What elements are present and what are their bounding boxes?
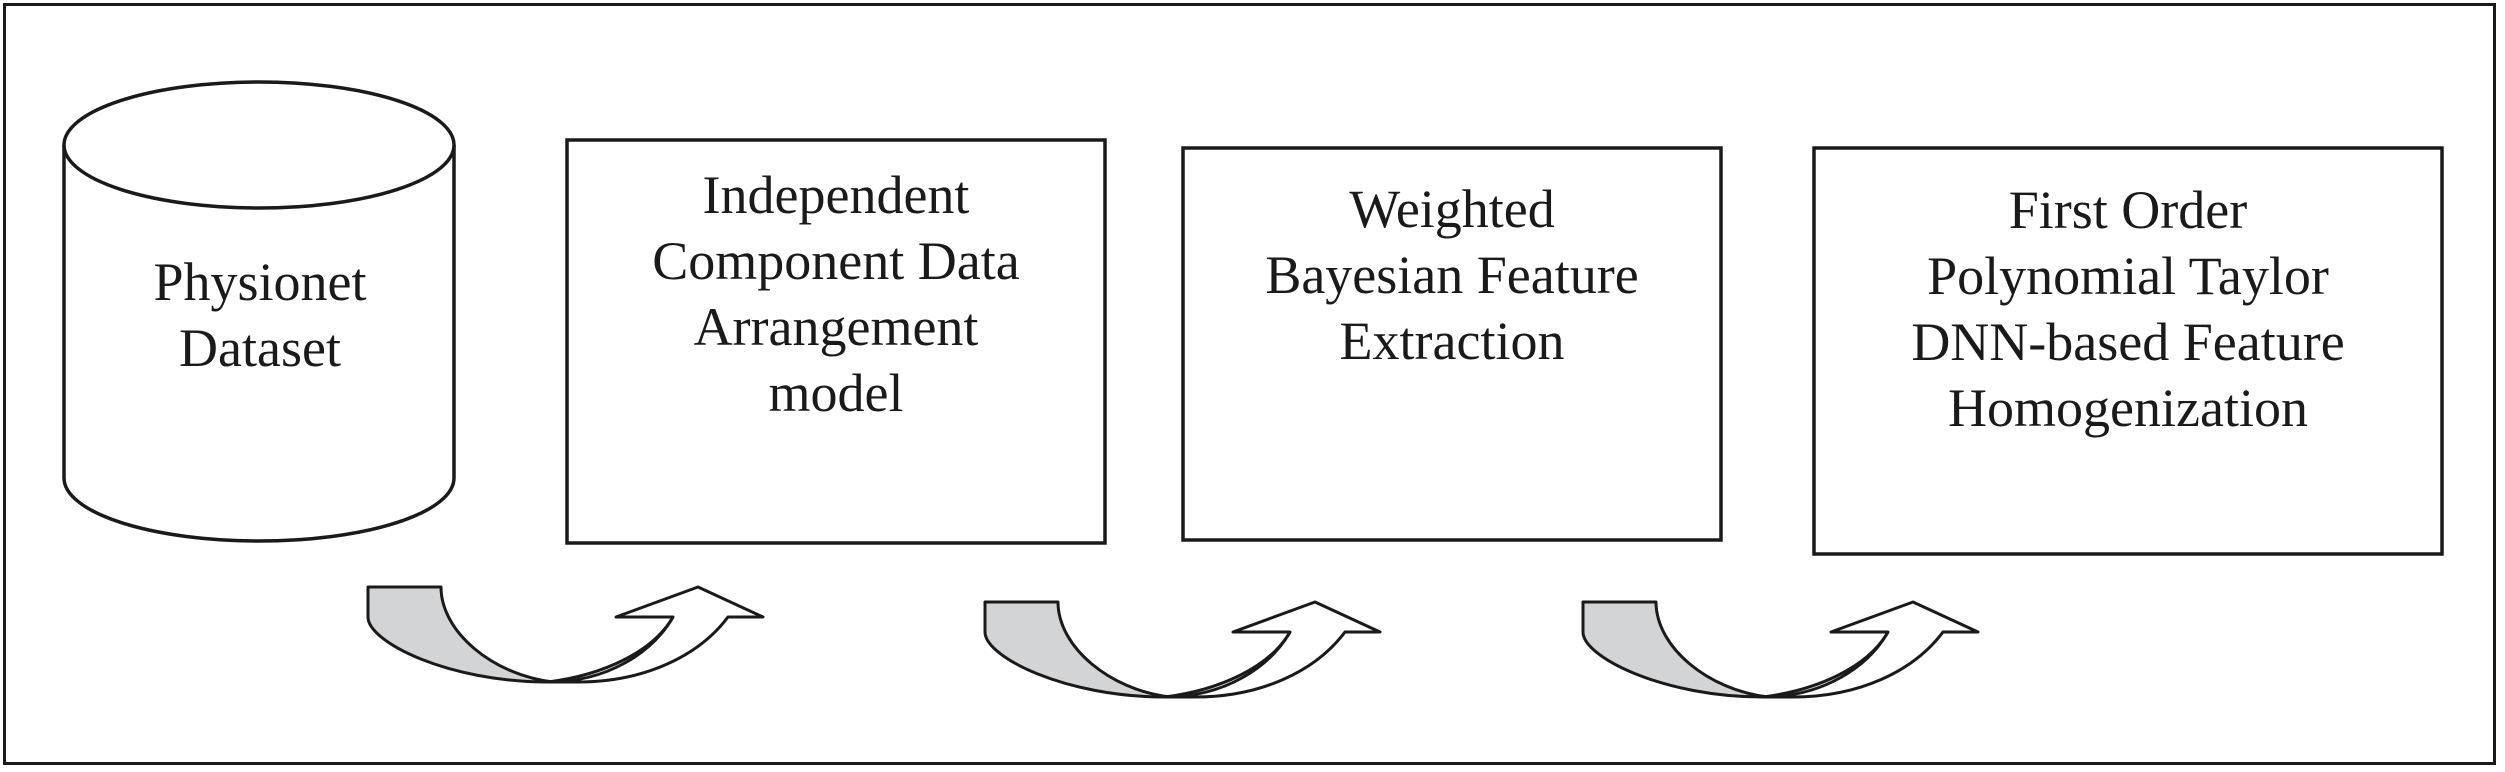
- node-label-icda: Independent Component Data Arrangement m…: [652, 165, 1020, 423]
- flow-arrow-icon: [366, 585, 765, 684]
- box-fopt: [1812, 146, 2444, 556]
- node-label-wbfe: Weighted Bayesian Feature Extraction: [1265, 179, 1639, 371]
- flow-arrow-icon: [983, 600, 1382, 699]
- database-cylinder-icon: [62, 80, 456, 543]
- box-icda: [565, 138, 1107, 545]
- flow-arrow-icon: [1581, 600, 1980, 699]
- node-label-fopt: First Order Polynomial Taylor DNN-based …: [1911, 180, 2345, 438]
- node-label-dataset: Physionet Dataset: [153, 252, 367, 378]
- box-wbfe: [1181, 146, 1723, 542]
